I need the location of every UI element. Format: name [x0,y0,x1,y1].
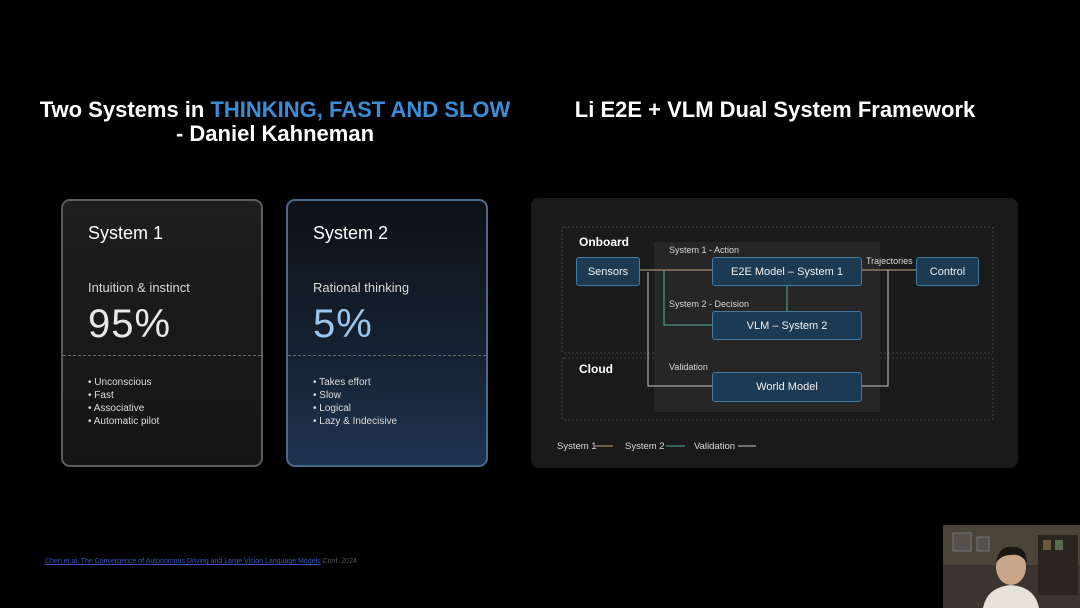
citation-tail: Conf. 2024 [323,558,357,565]
shelf-item [1055,540,1063,550]
system1-action-label: System 1 - Action [669,245,739,255]
legend-validation: Validation [694,441,735,452]
system2-decision-label: System 2 - Decision [669,299,749,309]
legend-system2: System 2 [625,441,665,452]
e2e-model-box: E2E Model – System 1 [712,257,862,286]
sensors-box: Sensors [576,257,640,286]
shelf-item [1043,540,1051,550]
footnote: Chen et al. The Convergence of Autonomou… [45,558,357,565]
trajectories-label: Trajectories [866,256,913,266]
control-box: Control [916,257,979,286]
frame [953,533,971,551]
cloud-label: Cloud [579,362,613,376]
onboard-label: Onboard [579,235,629,249]
frame [977,537,989,551]
legend-system1: System 1 [557,441,597,452]
world-model-box: World Model [712,372,862,402]
validation-label: Validation [669,362,708,372]
vlm-box: VLM – System 2 [712,311,862,340]
citation-link[interactable]: Chen et al. The Convergence of Autonomou… [45,558,321,565]
presenter-image [943,525,1080,608]
presenter-webcam [943,525,1080,608]
